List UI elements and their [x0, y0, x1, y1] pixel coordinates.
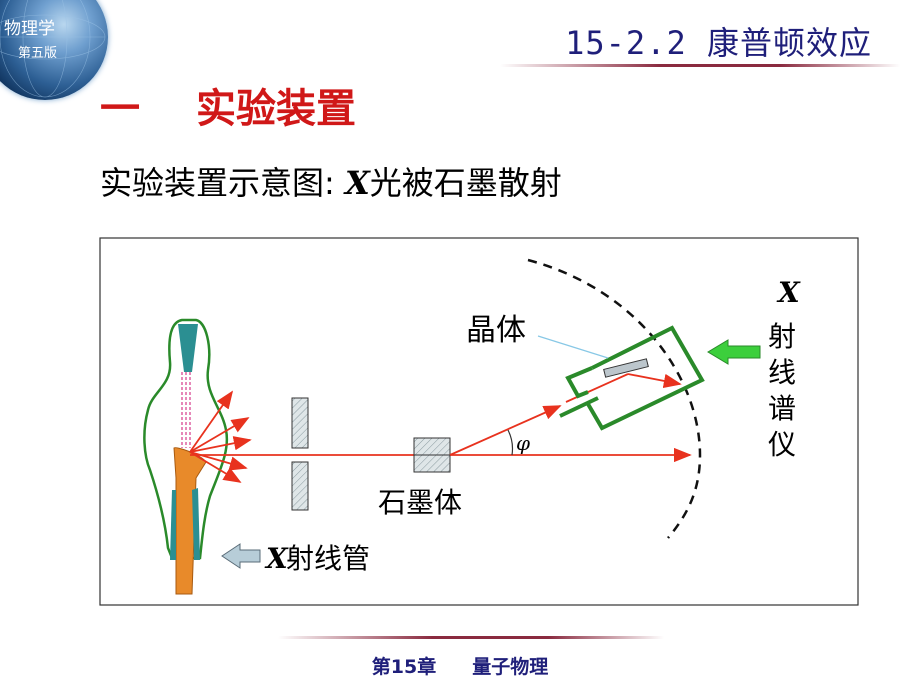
- spectrometer-housing: [559, 325, 705, 431]
- section-heading: 一 实验装置: [100, 76, 356, 134]
- scatter-angle-arc: [507, 429, 514, 456]
- spectrometer-pointer-arrow: [707, 339, 761, 365]
- spectrometer-label-char: 谱: [768, 392, 796, 425]
- spectrometer-label-char: 线: [768, 356, 796, 389]
- tube-label: 射线管: [286, 542, 370, 575]
- xray-ray: [189, 436, 252, 453]
- crystal-pointer: [537, 335, 609, 359]
- section-title: 实验装置: [196, 86, 356, 132]
- caption-x: X: [344, 164, 370, 202]
- footer-chapter: 第15章: [371, 656, 437, 678]
- footer: 第15章 量子物理: [0, 652, 920, 679]
- header-rule: [500, 64, 900, 67]
- crystal-label: 晶体: [466, 313, 526, 348]
- xray-ray: [189, 390, 234, 453]
- logo-title: 物理学: [4, 19, 55, 39]
- tube-shield-left: [170, 490, 176, 560]
- scattered-beam-inner: [565, 373, 629, 403]
- xray-ray: [189, 451, 242, 483]
- page-title: 15-2.2 康普顿效应: [565, 24, 872, 62]
- crystal-plate: [603, 358, 649, 378]
- logo-edition: 第五版: [18, 46, 58, 61]
- collimator-upper: [291, 397, 309, 449]
- tube-label-x: X: [264, 542, 289, 575]
- caption-suffix: 光被石墨散射: [369, 164, 562, 202]
- tube-shield-right: [192, 488, 200, 560]
- xray-ray: [189, 417, 250, 453]
- footer-topic: 量子物理: [472, 656, 549, 678]
- cathode: [178, 324, 198, 372]
- globe-grid-icon: [0, 0, 106, 98]
- tube-pointer-arrow: [221, 543, 261, 569]
- angle-label: φ: [516, 431, 530, 455]
- graphite-label: 石墨体: [378, 486, 462, 519]
- spectrometer-label-x: X: [776, 276, 801, 309]
- diagram-frame: [99, 237, 859, 606]
- scattered-beam: [449, 405, 562, 456]
- spectrometer-label-char: 仪: [768, 428, 796, 461]
- spectrometer-label-char: 射: [768, 320, 796, 353]
- electron-beam: [181, 372, 191, 448]
- section-number: 一: [100, 86, 140, 132]
- diffracted-beam: [627, 373, 682, 389]
- diagram-caption: 实验装置示意图: X光被石墨散射: [100, 158, 562, 204]
- collimator-lower: [291, 461, 309, 511]
- footer-rule: [278, 636, 664, 639]
- caption-prefix: 实验装置示意图:: [100, 164, 345, 202]
